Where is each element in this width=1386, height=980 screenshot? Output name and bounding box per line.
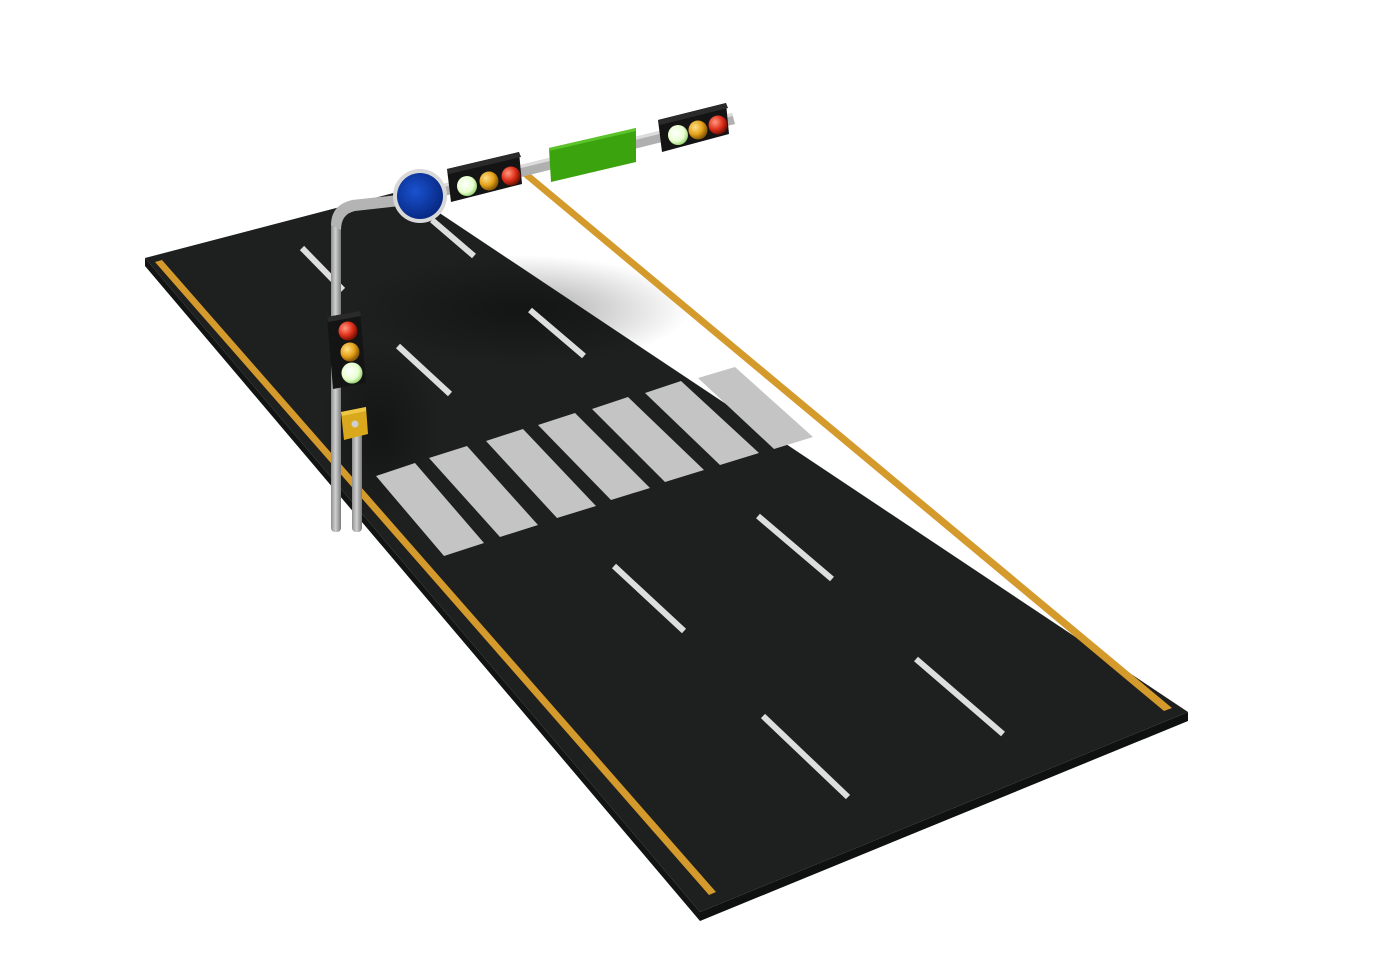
signal-pole-elbow [331, 195, 400, 230]
green-light-icon [341, 362, 363, 384]
crosswalk-stripe [592, 397, 704, 482]
amber-light-icon [479, 171, 499, 191]
edge-line-right [518, 170, 1172, 711]
signal-pole-assembly [327, 103, 735, 532]
edge-line-left [155, 260, 716, 895]
road-side-front [700, 712, 1188, 921]
edge-lines [155, 170, 1172, 895]
shadow-arm [350, 255, 690, 365]
arm-signal-far [658, 103, 729, 152]
road-slab [145, 190, 1188, 921]
round-sign-icon [393, 169, 447, 223]
lane-dash [760, 713, 851, 800]
crosswalk-stripe [376, 463, 484, 556]
lane-dash [528, 307, 586, 359]
signal-pole-base [352, 410, 362, 532]
amber-light-icon [340, 342, 360, 362]
red-light-icon [338, 321, 358, 341]
pole-signal [327, 311, 366, 389]
lane-dash [914, 656, 1005, 737]
amber-light-icon [688, 120, 708, 140]
lane-dash [611, 563, 687, 634]
street-name-sign [549, 128, 636, 182]
red-light-icon [501, 166, 521, 186]
green-light-icon [457, 176, 477, 196]
crosswalk-stripe [429, 446, 538, 537]
road-side-left [145, 258, 700, 921]
red-light-icon [708, 115, 728, 135]
push-button-icon [341, 407, 368, 440]
lane-dashes [299, 217, 1005, 800]
lane-dash [756, 513, 834, 582]
crosswalk [376, 367, 813, 556]
lane-dash [395, 343, 453, 397]
crosswalk-stripe [538, 413, 650, 500]
crosswalk-stripe [645, 381, 759, 465]
arm-signal-near [447, 152, 522, 202]
lane-dash [430, 217, 476, 259]
crosswalk-stripe [698, 367, 813, 449]
crosswalk-stripe [486, 429, 596, 518]
green-light-icon [668, 125, 688, 145]
